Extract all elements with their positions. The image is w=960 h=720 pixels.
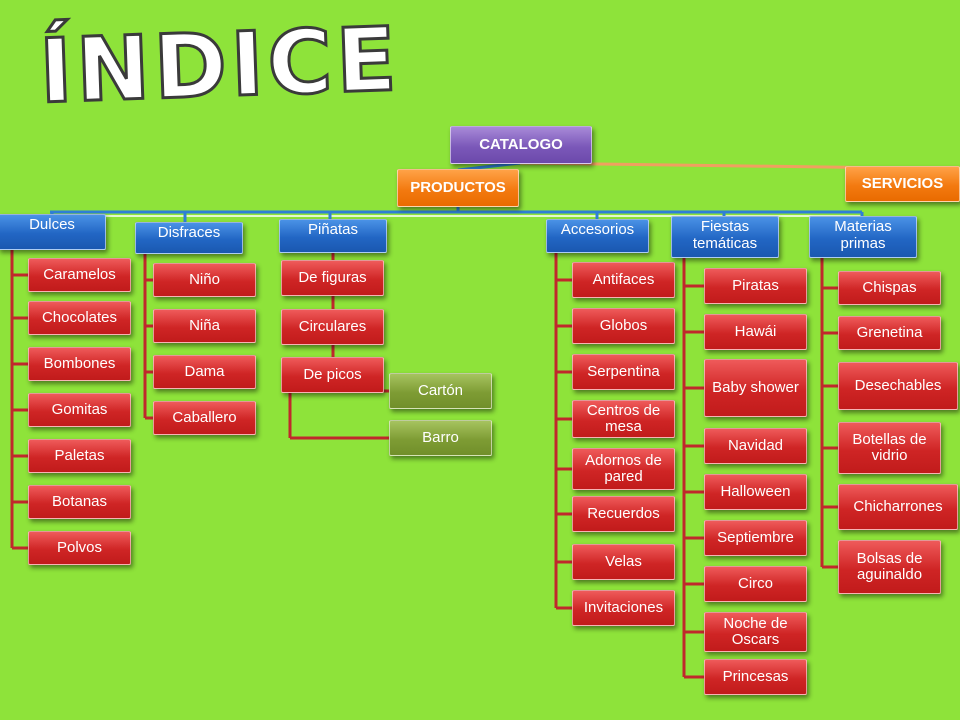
category-pinatas[interactable]: Piñatas — [279, 219, 387, 253]
item-paletas[interactable]: Paletas — [28, 439, 131, 473]
item-caballero[interactable]: Caballero — [153, 401, 256, 435]
item-polvos[interactable]: Polvos — [28, 531, 131, 565]
item-navidad[interactable]: Navidad — [704, 428, 807, 464]
index-title: ÍNDICE — [36, 6, 403, 125]
item-piratas[interactable]: Piratas — [704, 268, 807, 304]
node-catalogo[interactable]: CATALOGO — [450, 126, 592, 164]
item-centros-de-mesa[interactable]: Centros de mesa — [572, 400, 675, 438]
item-septiembre[interactable]: Septiembre — [704, 520, 807, 556]
item-noche-de-oscars[interactable]: Noche de Oscars — [704, 612, 807, 652]
item-caramelos[interactable]: Caramelos — [28, 258, 131, 292]
item-nina[interactable]: Niña — [153, 309, 256, 343]
item-velas[interactable]: Velas — [572, 544, 675, 580]
item-globos[interactable]: Globos — [572, 308, 675, 344]
item-grenetina[interactable]: Grenetina — [838, 316, 941, 350]
item-halloween[interactable]: Halloween — [704, 474, 807, 510]
category-materias-primas[interactable]: Materias primas — [809, 216, 917, 258]
item-recuerdos[interactable]: Recuerdos — [572, 496, 675, 532]
item-invitaciones[interactable]: Invitaciones — [572, 590, 675, 626]
item-hawai[interactable]: Hawái — [704, 314, 807, 350]
item-desechables[interactable]: Desechables — [838, 362, 958, 410]
category-disfraces[interactable]: Disfraces — [135, 222, 243, 254]
category-fiestas-tematicas[interactable]: Fiestas temáticas — [671, 216, 779, 258]
node-servicios[interactable]: SERVICIOS — [845, 166, 960, 202]
item-nino[interactable]: Niño — [153, 263, 256, 297]
item-circulares[interactable]: Circulares — [281, 309, 384, 345]
item-bolsas-de-aguinaldo[interactable]: Bolsas de aguinaldo — [838, 540, 941, 594]
item-serpentina[interactable]: Serpentina — [572, 354, 675, 390]
item-de-figuras[interactable]: De figuras — [281, 260, 384, 296]
item-botellas-de-vidrio[interactable]: Botellas de vidrio — [838, 422, 941, 474]
item-adornos-de-pared[interactable]: Adornos de pared — [572, 448, 675, 490]
item-antifaces[interactable]: Antifaces — [572, 262, 675, 298]
category-dulces[interactable]: Dulces — [0, 214, 106, 250]
item-circo[interactable]: Circo — [704, 566, 807, 602]
item-dama[interactable]: Dama — [153, 355, 256, 389]
item-baby-shower[interactable]: Baby shower — [704, 359, 807, 417]
item-bombones[interactable]: Bombones — [28, 347, 131, 381]
item-botanas[interactable]: Botanas — [28, 485, 131, 519]
item-chocolates[interactable]: Chocolates — [28, 301, 131, 335]
category-accesorios[interactable]: Accesorios — [546, 219, 649, 253]
item-princesas[interactable]: Princesas — [704, 659, 807, 695]
subitem-carton[interactable]: Cartón — [389, 373, 492, 409]
item-chicharrones[interactable]: Chicharrones — [838, 484, 958, 530]
item-chispas[interactable]: Chispas — [838, 271, 941, 305]
item-de-picos[interactable]: De picos — [281, 357, 384, 393]
node-productos[interactable]: PRODUCTOS — [397, 169, 519, 207]
item-gomitas[interactable]: Gomitas — [28, 393, 131, 427]
subitem-barro[interactable]: Barro — [389, 420, 492, 456]
